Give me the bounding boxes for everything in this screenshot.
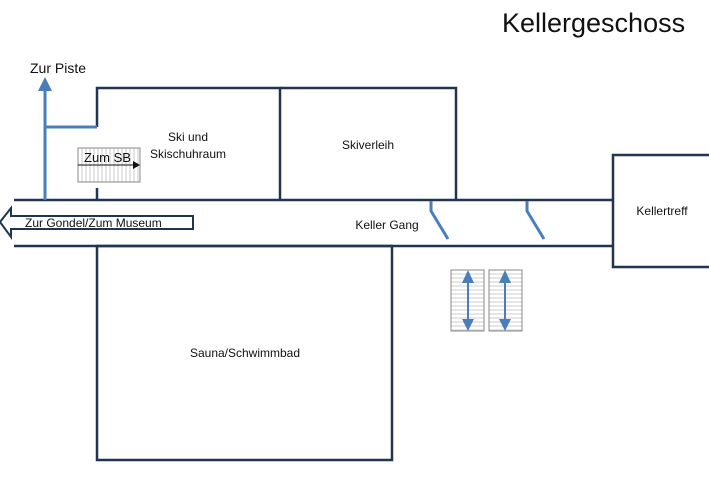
skiverleih-label: Skiverleih: [342, 138, 394, 152]
room-kellertreff: [611, 153, 709, 269]
arrow-left-icon: [0, 205, 194, 241]
kellertreff-label: Kellertreff: [636, 204, 688, 218]
zum-sb-label: Zum SB: [84, 150, 131, 165]
arrow-up-icon: [38, 77, 97, 200]
zur-piste-label: Zur Piste: [30, 60, 86, 76]
room-ski-und-skischuhraum: [95, 86, 282, 200]
gondel-museum-label: Zur Gondel/Zum Museum: [25, 216, 162, 230]
door-icon: [429, 201, 450, 240]
door-icon: [525, 201, 546, 240]
page-title: Kellergeschoss: [502, 8, 685, 38]
stairs-up-down-icon: [488, 269, 523, 332]
keller-gang-label: Keller Gang: [355, 218, 418, 232]
ski-room-label-2: Skischuhraum: [150, 147, 226, 161]
sauna-label: Sauna/Schwimmbad: [190, 346, 300, 360]
ski-room-label-1: Ski und: [168, 130, 208, 144]
arrow-right-icon: [78, 161, 140, 169]
room-sauna-schwimmbad: [95, 244, 394, 462]
room-skiverleih: [280, 86, 458, 200]
stairs-up-down-icon: [450, 269, 485, 332]
